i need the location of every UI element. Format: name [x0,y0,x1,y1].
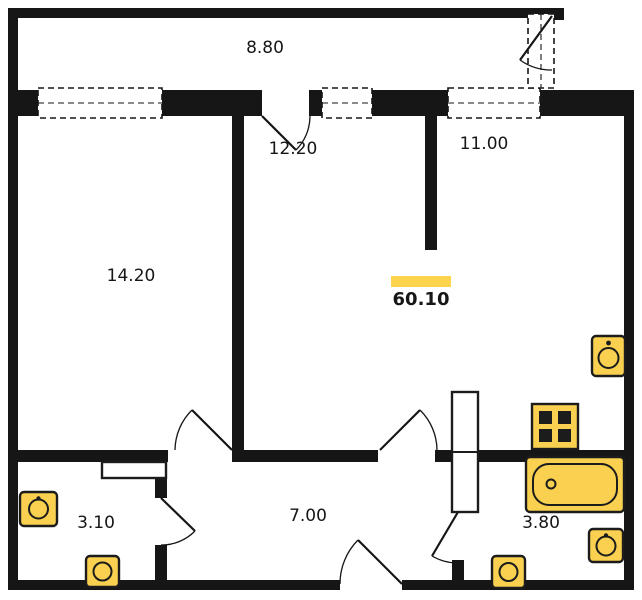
window [321,87,373,119]
stove-icon [530,402,580,451]
door-swing-balcony-end [519,15,553,71]
door-swing-room-left [174,409,233,451]
toilet-icon [490,554,527,590]
ventilation-shaft [450,390,480,514]
door-swing-kitchen [379,409,438,451]
room-label-bathroom: 3.10 [77,513,115,533]
fixtures [18,334,627,590]
labels: 8.80 12.20 11.00 14.20 60.10 3.10 7.00 3… [77,38,560,533]
room-label-room-b: 11.00 [460,134,509,154]
door-swing-bathroom-left [160,497,196,546]
door-swing-entry [339,539,403,585]
bathtub-icon [524,455,626,514]
room-label-bathroom2: 3.80 [522,513,560,533]
kitchen-sink-icon [590,334,627,378]
window [37,87,163,119]
duct-box [100,460,168,480]
room-label-room-c: 14.20 [107,266,156,286]
wc-toilet-icon [84,554,121,589]
room-label-room-a: 12.20 [269,139,318,159]
room-label-balcony: 8.80 [246,38,284,58]
total-area-label: 60.10 [393,289,450,310]
bathroom-sink-icon [587,527,625,564]
room-label-hallway: 7.00 [289,506,327,526]
total-area-highlight [391,276,451,287]
window [447,87,541,119]
windows [37,13,555,119]
door-swing-balcony [261,115,311,151]
wc-sink-icon [18,490,59,528]
balcony-door-frame [527,13,555,89]
doors [160,15,553,585]
door-swing-bathroom-right [431,511,459,564]
